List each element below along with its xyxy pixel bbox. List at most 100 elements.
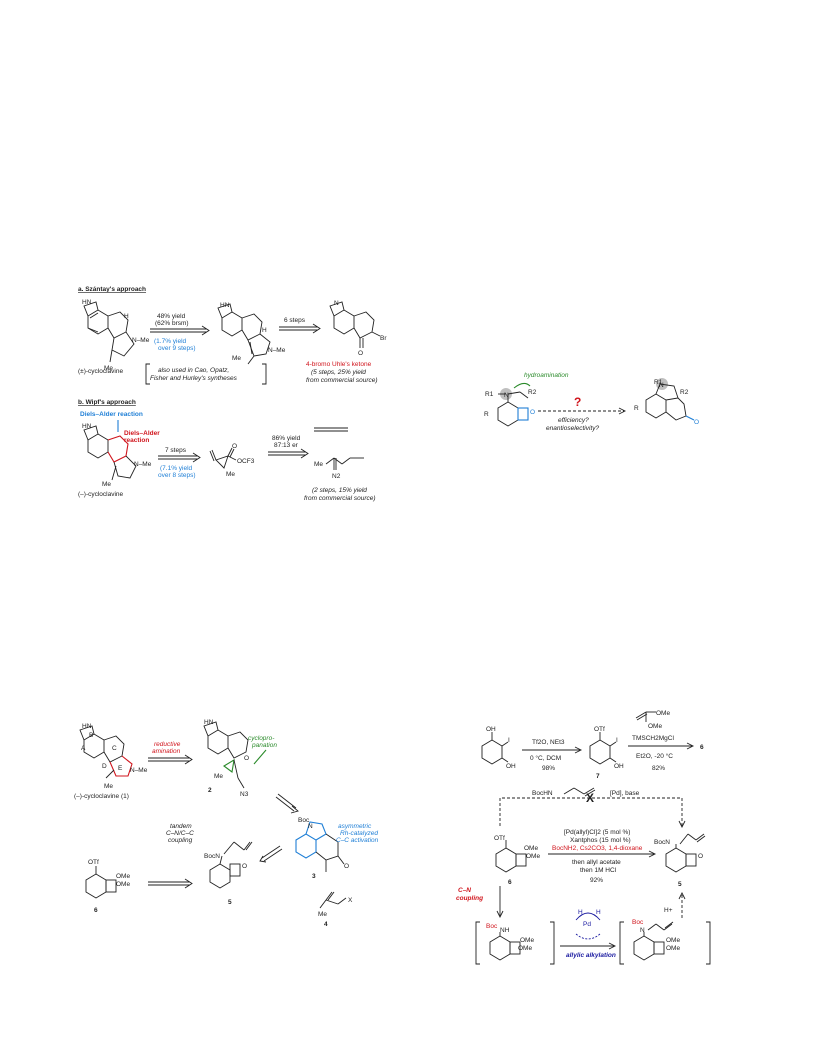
atom-br: Br [380, 335, 387, 342]
molecule-7: OTf I OH 7 [589, 726, 624, 780]
molecule-cyclopropene: O OCF3 Me [209, 443, 255, 478]
retro-asym-2: Rh-catalyzed [340, 830, 378, 837]
molecule-4: Me X 4 [318, 891, 353, 928]
ring-c: C [112, 745, 117, 752]
syn-h-plus: H+ [664, 907, 673, 914]
atom-i-1: I [508, 737, 510, 744]
atom-h: H [124, 313, 129, 320]
atom-nme-r: N–Me [130, 767, 148, 774]
b-arrow1 [158, 452, 201, 463]
atom-boc-3: Boc [298, 817, 310, 824]
molecule-2: HN O Me N3 2 [203, 719, 249, 798]
b-reagent: OCF3 [237, 458, 255, 465]
atom-otf-6r: OTf [88, 859, 99, 866]
atom-me-2r: Me [214, 773, 223, 780]
atom-r2: R2 [528, 389, 537, 396]
label-c5: 5 [678, 881, 682, 888]
atom-n-i2: N [640, 927, 645, 934]
atom-r: R [484, 411, 489, 418]
atom-n-3r: N [308, 823, 313, 830]
label-c3: 3 [312, 873, 316, 880]
atom-n2: N2 [332, 473, 341, 480]
atom-n-c: N [504, 392, 509, 399]
scheme-b: b. Wipf's approach Diels–Alder reaction … [78, 399, 376, 502]
c-arrow-text-1: efficiency? [558, 417, 589, 424]
syn-cn-1: C–N [458, 887, 471, 894]
scheme-b-heading: b. Wipf's approach [78, 399, 136, 406]
atom-me-2: Me [232, 355, 241, 362]
atom-oh-7: OH [614, 763, 624, 770]
b-da-red-1: Diels–Alder [124, 430, 160, 437]
atom-r1-p: R1 [654, 379, 663, 386]
retro-arrow-1 [148, 754, 193, 765]
label-c7: 7 [596, 773, 600, 780]
syn-failed-mark: X [586, 791, 594, 805]
atom-bocn-5: BocN [654, 839, 670, 846]
a-arrow1 [150, 325, 210, 336]
retro-start-label: (–)-cycloclavine (1) [74, 793, 129, 800]
atom-x: X [348, 897, 353, 904]
atom-me-4: Me [318, 911, 327, 918]
atom-o-5r: O [242, 863, 247, 870]
atom-ome-6-2: OMe [526, 853, 540, 860]
atom-o-5: O [698, 853, 703, 860]
atom-o-c: O [530, 409, 535, 416]
pd-h-right: H [596, 909, 601, 916]
atom-hn: HN [82, 299, 92, 306]
retro-tandem-2: C–N/C–C [166, 830, 194, 837]
atom-n-3: N [334, 300, 339, 307]
syn-failed-cat: [Pd], base [610, 790, 640, 797]
syn-cn-2: coupling [456, 895, 483, 902]
molecule-intermediate-nh: Boc NH OMe OMe [486, 923, 534, 961]
molecule-c-start: R1 N R2 R O [484, 382, 537, 427]
molecule-6: OTf OMe OMe 6 [494, 835, 540, 886]
atom-r-p: R [634, 405, 639, 412]
ring-b: B [89, 732, 93, 739]
retro-tandem-1: tandem [170, 823, 192, 830]
a-arrow1-above-2: (62% brsm) [155, 320, 189, 327]
atom-hn-b: HN [82, 423, 92, 430]
a-product-sub-2: from commercial source) [306, 377, 378, 384]
a-arrow1-below-2: over 9 steps) [158, 345, 196, 352]
scheme-b-start-label: (–)-cycloclavine [78, 491, 124, 498]
molecule-intermediate-n-allyl: Boc N OMe OMe [632, 919, 680, 961]
synthesis: OH I OH Tf2O, NEt3 0 °C, DCM 98% OTf I O… [456, 710, 711, 965]
syn-failed-route [499, 787, 686, 829]
b-product-sub-1: (2 steps, 15% yield [312, 487, 367, 494]
pd-catalyst: H H Pd [575, 909, 601, 940]
syn-cond-5: then 1M HCl [580, 867, 617, 874]
molecule-5: BocN O 5 [654, 833, 706, 888]
ring-d: D [102, 763, 107, 770]
molecule-diazo: Me N2 [314, 427, 364, 480]
c-arrow-text-2: enantioselectivity? [546, 425, 599, 432]
retro-arrow-3 [259, 845, 283, 863]
atom-o-b: O [232, 443, 237, 450]
a-bracket [145, 363, 267, 385]
retro-cp-1: cyclopro- [248, 735, 275, 742]
label-c6: 6 [508, 879, 512, 886]
retrosynthesis: HN N–Me Me A B C D E (–)-cycloclavine (1… [74, 719, 379, 928]
scheme-a: a. Szántay's approach HN H N–Me Me (±)-c… [78, 286, 387, 385]
syn-allylic: allylic alkylation [566, 952, 616, 959]
atom-h-2: H [262, 327, 267, 334]
atom-nme-b: N–Me [134, 461, 152, 468]
pd-h-left: H [578, 909, 583, 916]
b-arrow2 [268, 448, 309, 459]
atom-o-3: O [358, 350, 363, 357]
atom-otf-7: OTf [594, 726, 605, 733]
b-arrow1-above: 7 steps [165, 447, 187, 454]
syn-reagent-2: OMe [648, 723, 662, 730]
a-bracket-text-2: Fisher and Hurley's syntheses [150, 375, 238, 382]
atom-boc-i1: Boc [486, 923, 498, 930]
retro-asym-3: C–C activation [336, 837, 379, 844]
b-da-label: Diels–Alder reaction [80, 411, 143, 418]
scheme-a-start-label: (±)-cycloclavine [78, 368, 123, 375]
atom-oh-1: OH [486, 726, 496, 733]
b-arrow1-below-1: (7.1% yield [160, 465, 193, 472]
syn-cond-2: Xantphos (15 mol %) [570, 837, 631, 844]
atom-oh-2: OH [506, 763, 516, 770]
atom-me-b2: Me [226, 471, 235, 478]
syn-cond-3: BocNH2, Cs2CO3, 1,4-dioxane [552, 845, 643, 852]
atom-otf-6: OTf [494, 835, 505, 842]
